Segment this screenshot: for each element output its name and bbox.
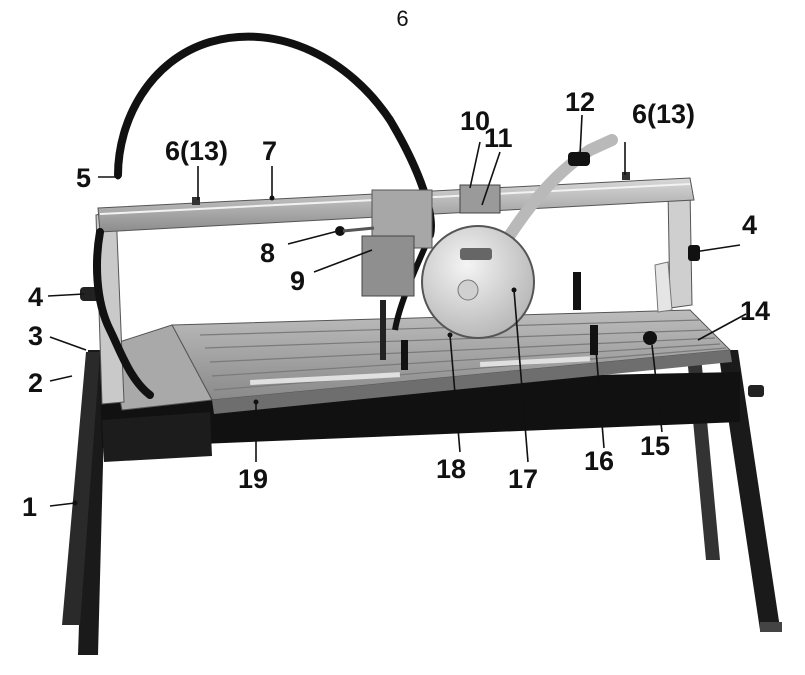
callout-15: 15 <box>640 431 670 461</box>
knob-16 <box>590 325 598 355</box>
motor-housing <box>361 235 415 297</box>
rod-8 <box>342 226 375 233</box>
handle-grip <box>568 152 590 166</box>
callout-6-13-left: 6(13) <box>165 136 228 166</box>
callout-2: 2 <box>28 368 43 398</box>
rail-screw-left <box>192 197 200 205</box>
guard-logo <box>460 248 492 260</box>
callout-11: 11 <box>484 123 513 153</box>
callout-4-right: 4 <box>742 210 757 240</box>
leader-lines <box>47 114 747 507</box>
callout-7: 7 <box>262 136 277 166</box>
rail-screw-right <box>622 172 630 180</box>
guide-bar <box>480 356 591 367</box>
callout-12: 12 <box>565 87 595 117</box>
carriage-block <box>459 184 501 214</box>
knob-8 <box>335 226 345 236</box>
saw-blade-guard <box>421 225 535 339</box>
callout-1: 1 <box>22 492 37 522</box>
leader-dots <box>72 174 517 506</box>
callout-8: 8 <box>260 238 275 268</box>
leg-front-left <box>78 350 106 655</box>
callout-4-left: 4 <box>28 282 43 312</box>
knob-stop-b <box>401 340 408 370</box>
callout-10: 10 <box>460 106 490 136</box>
callout-16: 16 <box>584 446 614 476</box>
angle-guide <box>654 261 673 313</box>
page-number: 6 <box>396 6 409 31</box>
table-front-edge <box>212 350 732 414</box>
callout-9: 9 <box>290 266 305 296</box>
leg-back-left <box>62 352 100 625</box>
knob-stop-a <box>573 272 581 310</box>
callout-3: 3 <box>28 321 43 351</box>
callout-6-13-right: 6(13) <box>632 99 695 129</box>
callout-19: 19 <box>238 464 268 494</box>
saw-head <box>335 134 657 370</box>
leg-knob-right <box>748 385 764 397</box>
callout-14: 14 <box>740 296 770 326</box>
knob-right-post <box>688 245 700 261</box>
power-cable <box>93 32 435 399</box>
saw-blade-hub <box>457 279 479 301</box>
callout-18: 18 <box>436 454 466 484</box>
ruler-bar <box>249 372 401 385</box>
knob-stop-c <box>380 300 386 360</box>
stand-lower-frame <box>102 412 212 462</box>
leg-cap <box>760 622 782 632</box>
table-grooves <box>199 319 727 391</box>
callout-17: 17 <box>508 464 538 494</box>
callout-5: 5 <box>76 163 91 193</box>
callout-labels: 1 2 3 4 4 5 6(13) 6(13) 7 8 9 10 11 12 1… <box>22 87 770 522</box>
knob-15 <box>643 331 657 345</box>
